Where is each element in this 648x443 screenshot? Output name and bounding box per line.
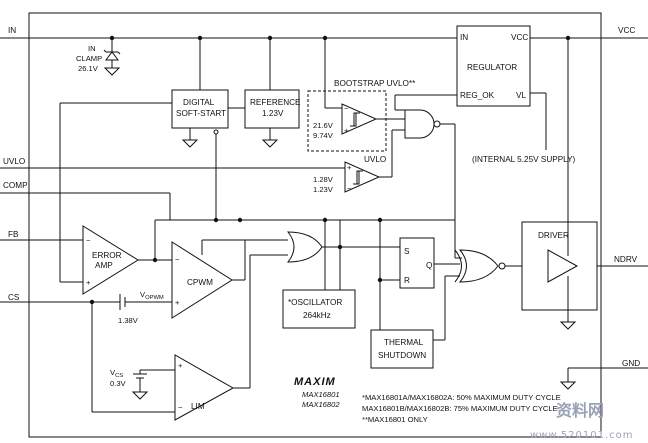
footnote-3: **MAX16801 ONLY <box>362 415 428 424</box>
soft-start-block <box>171 89 229 129</box>
driver-buffer <box>547 249 579 283</box>
footnote-1: *MAX16801A/MAX16802A: 50% MAXIMUM DUTY C… <box>362 393 561 402</box>
pin-fb-label: FB <box>8 230 19 239</box>
pin-in-label: IN <box>8 26 16 35</box>
error-amp-line1: ERROR <box>92 251 122 260</box>
thermal-shutdown-block <box>370 329 434 369</box>
cpwm-minus: − <box>175 255 180 264</box>
pin-vcc-label: VCC <box>618 26 635 35</box>
thermal-line2: SHUTDOWN <box>378 351 426 360</box>
maxim-logo: MAXIM <box>294 376 336 388</box>
pin-gnd-label: GND <box>622 359 640 368</box>
bootstrap-minus: − <box>344 104 349 113</box>
flipflop-s: S <box>404 247 410 256</box>
footnote-2: MAX16801B/MAX16802B: 75% MAXIMUM DUTY CY… <box>362 404 558 413</box>
clamp-label: CLAMP <box>76 54 102 63</box>
part-number-1: MAX16801 <box>302 390 340 399</box>
and-gate-top <box>404 109 435 139</box>
regulator-title: REGULATOR <box>467 63 517 72</box>
ground-icon <box>261 139 279 148</box>
watermark-text: 资料网 <box>556 401 604 420</box>
watermark-url: www.520101.com <box>530 430 634 441</box>
internal-supply-label: (INTERNAL 5.25V SUPPLY) <box>472 155 576 164</box>
vcs-voltage: 0.3V <box>110 379 127 388</box>
cpwm-title: CPWM <box>187 278 213 287</box>
regulator-block <box>456 25 531 107</box>
oscillator-title: *OSCILLATOR <box>288 298 342 307</box>
cpwm-plus: + <box>175 298 180 307</box>
soft-start-line2: SOFT-START <box>176 109 226 118</box>
error-amp-minus: − <box>86 236 91 245</box>
sr-flipflop <box>399 237 435 289</box>
ground-icon <box>103 67 121 76</box>
lim-comparator <box>174 354 235 421</box>
pin-ndrv-label: NDRV <box>614 255 638 264</box>
ground-icon <box>131 391 149 400</box>
flipflop-q: Q <box>426 261 432 270</box>
pin-cs-label: CS <box>8 293 20 302</box>
reference-voltage: 1.23V <box>262 109 284 118</box>
uvlo-threshold-high: 1.28V <box>313 175 334 184</box>
ground-icon <box>559 321 577 330</box>
lim-plus: + <box>178 361 183 370</box>
regulator-pin-reg-ok: REG_OK <box>460 91 495 100</box>
pin-comp-label: COMP <box>3 181 28 190</box>
reference-block <box>244 89 300 129</box>
uvlo-threshold-low: 1.23V <box>313 185 334 194</box>
oscillator-block <box>282 289 356 329</box>
cs-offset-voltage: 1.38V <box>118 316 139 325</box>
vcs-label: VCS <box>110 368 123 379</box>
uvlo-plus: + <box>347 163 352 172</box>
lim-minus: − <box>178 403 183 412</box>
uvlo-comparator-label: UVLO <box>364 155 386 164</box>
reference-title: REFERENCE <box>250 98 301 107</box>
pin-uvlo-label: UVLO <box>3 157 25 166</box>
clamp-label-in: IN <box>88 44 96 53</box>
error-amp <box>82 225 139 295</box>
flipflop-r: R <box>404 276 410 285</box>
bootstrap-threshold-high: 21.6V <box>313 121 334 130</box>
thermal-line1: THERMAL <box>384 338 424 347</box>
zener-diode-icon <box>105 51 119 61</box>
driver-title: DRIVER <box>538 231 569 240</box>
bootstrap-threshold-low: 9.74V <box>313 131 334 140</box>
regulator-pin-vcc: VCC <box>511 33 528 42</box>
regulator-pin-in: IN <box>460 33 468 42</box>
part-number-2: MAX16802 <box>302 400 340 409</box>
clamp-voltage: 26.1V <box>78 64 99 73</box>
cpwm-comparator <box>171 241 233 319</box>
vopwm-label: VOPWM <box>140 290 164 301</box>
ground-icon <box>181 139 199 148</box>
ground-icon <box>559 381 577 390</box>
error-amp-line2: AMP <box>95 261 113 270</box>
bootstrap-plus: + <box>344 126 349 135</box>
soft-start-line1: DIGITAL <box>183 98 215 107</box>
or-gate <box>286 231 323 263</box>
chip-boundary <box>28 12 602 438</box>
bootstrap-uvlo-label: BOOTSTRAP UVLO** <box>334 79 416 88</box>
uvlo-minus: − <box>347 184 352 193</box>
lim-title: LIM <box>191 402 205 411</box>
oscillator-frequency: 264kHz <box>303 311 331 320</box>
bootstrap-uvlo-box <box>307 90 387 152</box>
nor-gate <box>458 249 499 283</box>
regulator-pin-vl: VL <box>516 91 526 100</box>
error-amp-plus: + <box>86 278 91 287</box>
